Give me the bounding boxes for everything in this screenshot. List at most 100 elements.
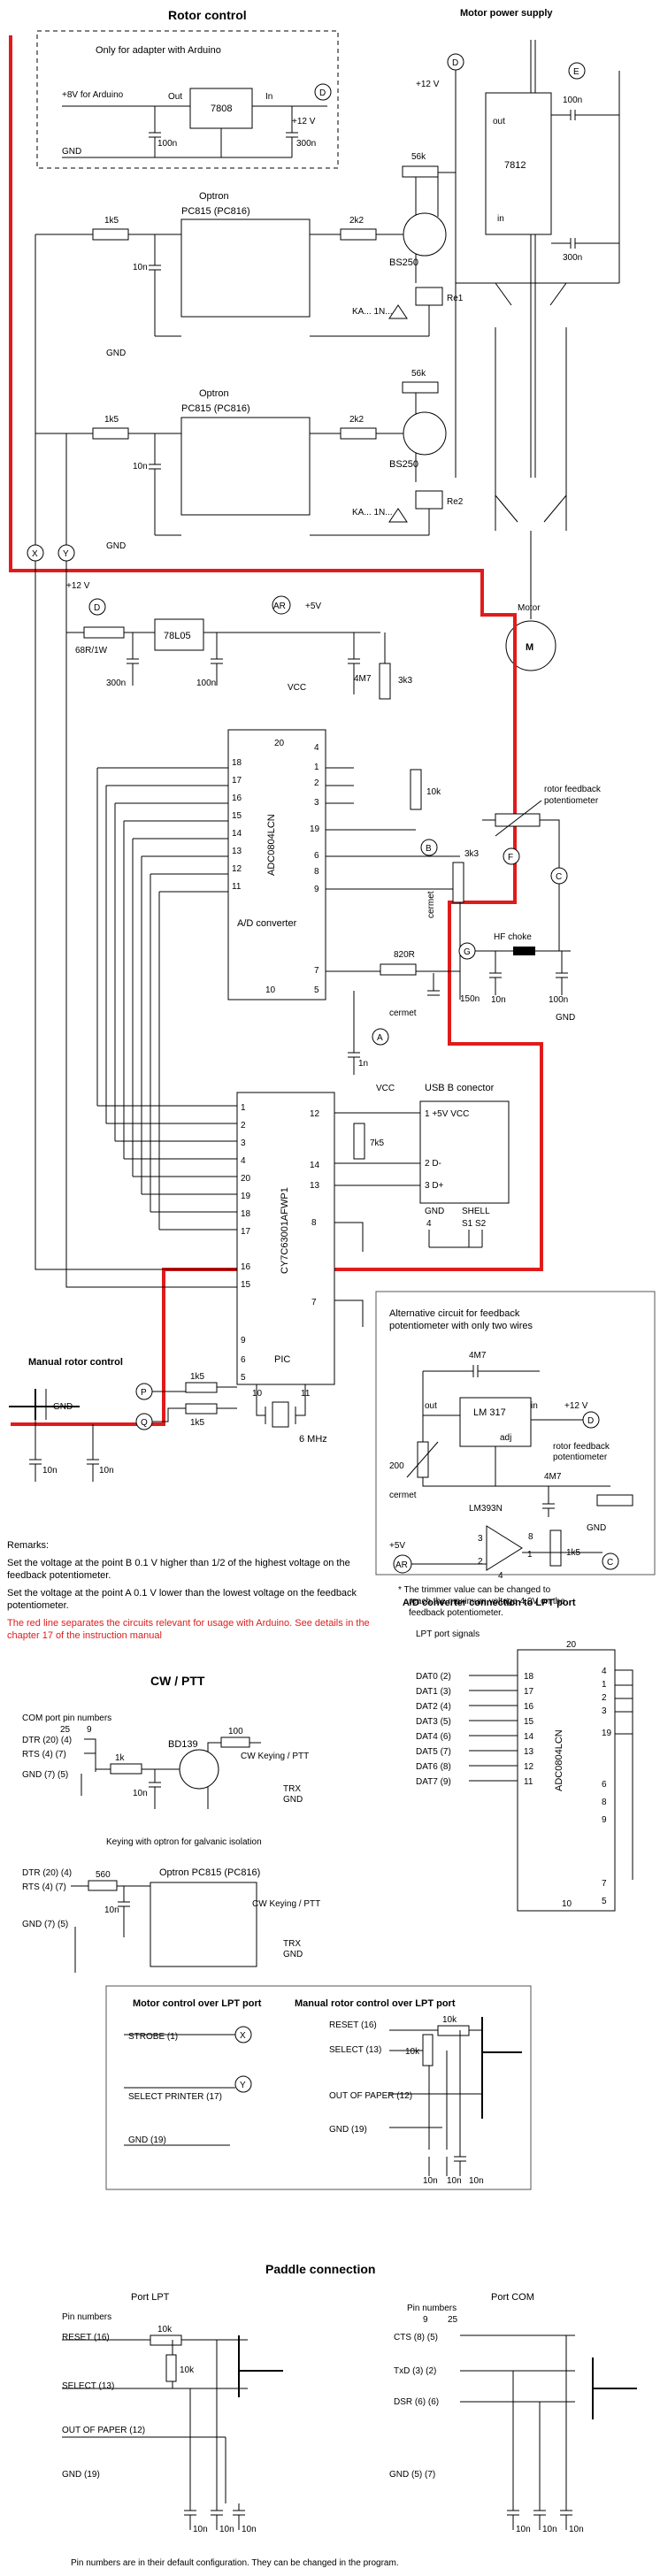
- lpt-adc-pin20: 20: [566, 1640, 577, 1650]
- node-b-label: B: [426, 844, 432, 854]
- heading-paddle: Paddle connection: [265, 2262, 375, 2276]
- alt-gnd: GND: [587, 1523, 606, 1533]
- optron2-r2: [340, 427, 377, 440]
- optron2-r3-label: 56k: [411, 369, 426, 379]
- lpt-adc-pin-14: 14: [524, 1732, 534, 1742]
- optron2-r-in: [92, 427, 129, 440]
- optron2-r3: [402, 381, 439, 394]
- cw-opt-trx-gnd: GND: [283, 1950, 303, 1959]
- manual-lpt-c3: 10n: [469, 2176, 484, 2186]
- usb-title: USB B conector: [425, 1083, 495, 1093]
- adc-pin-9: 9: [314, 885, 319, 894]
- adc-pin-17: 17: [232, 776, 242, 786]
- lpt-adc-rpin-7: 7: [602, 1879, 607, 1889]
- paddle-com-gnd: GND (5) (7): [389, 2470, 435, 2480]
- cw-r560-label: 560: [96, 1870, 111, 1880]
- alt-plus5: +5V: [389, 1541, 405, 1551]
- optron1-name: PC815 (PC816): [181, 206, 250, 217]
- node-y-label: Y: [63, 549, 69, 559]
- paddle-lpt-r10k-a: [150, 2334, 182, 2346]
- cw-optron-box: [150, 1882, 257, 1967]
- adc-pin-14: 14: [232, 829, 242, 839]
- node-x-label: X: [32, 549, 38, 559]
- lpt-adc-chip: [517, 1649, 616, 1912]
- cw-dtr: DTR (20) (4): [22, 1736, 72, 1745]
- manual-lpt-r10k-b: [422, 2034, 434, 2066]
- supply-out-label: out: [493, 117, 505, 126]
- manual-lpt-gnd: GND (19): [329, 2125, 367, 2135]
- cw-rts: RTS (4) (7): [22, 1750, 66, 1760]
- optron2-tr-label: BS250: [389, 459, 418, 470]
- adapter-input-label: +8V for Arduino: [62, 90, 124, 100]
- supply-in-label: in: [497, 214, 504, 224]
- pic-pin-14: 14: [310, 1161, 320, 1170]
- lpt-adc-rpin-8: 8: [602, 1798, 607, 1807]
- node-a: [372, 1028, 389, 1046]
- node-ar: [272, 595, 291, 615]
- adc-desc: A/D converter: [237, 918, 297, 929]
- adc-pin-11: 11: [232, 882, 242, 892]
- manual-r2: [185, 1403, 218, 1414]
- cw-transistor: [179, 1749, 219, 1790]
- adc-c3-label: 4M7: [354, 674, 372, 684]
- footer-note: Pin numbers are in their default configu…: [71, 2558, 399, 2568]
- usb-connector: [419, 1100, 510, 1204]
- cw-gnd2: GND (7) (5): [22, 1920, 68, 1929]
- node-b: [420, 839, 438, 856]
- node-e-supply-label: E: [573, 67, 579, 77]
- adc-78l05: [154, 618, 204, 651]
- manual-lpt-r10k-a-label: 10k: [442, 2015, 457, 2025]
- optron2-relay: [415, 490, 443, 510]
- lpt-adc-rpin-6: 6: [602, 1780, 607, 1790]
- optron1-label: Optron: [199, 191, 229, 202]
- optron2-gnd-label: GND: [106, 541, 126, 551]
- adc-chip-label: ADC0804LCN: [266, 814, 277, 876]
- lpt-adc-pin-16: 16: [524, 1702, 534, 1712]
- alt-in-label: in: [531, 1401, 538, 1411]
- adc-pin-8: 8: [314, 867, 319, 877]
- optron2-name: PC815 (PC816): [181, 403, 250, 414]
- adapter-section: Only for adapter with Arduino +8V for Ar…: [36, 30, 339, 169]
- adc-r68: [83, 626, 125, 639]
- usb-pin4: 4: [426, 1219, 432, 1229]
- manual-c2-label: 10n: [99, 1466, 114, 1476]
- adapter-dashed-box: [36, 30, 339, 169]
- alt-node-c: [602, 1552, 619, 1570]
- optron2-box: [180, 417, 311, 516]
- manual-lpt-c2: 10n: [447, 2176, 462, 2186]
- paddle-lpt-r10k-b: [165, 2354, 177, 2382]
- pic-pin-1: 1: [241, 1103, 246, 1113]
- optron2-r2-label: 2k2: [349, 415, 365, 425]
- adc-r3k3-top-label: 3k3: [398, 676, 413, 686]
- usb-pin3: 3 D+: [425, 1181, 444, 1191]
- node-a-label: A: [377, 1033, 383, 1043]
- alt-comparator: [486, 1525, 523, 1571]
- alt-plus12: +12 V: [564, 1401, 588, 1411]
- pic-pin-19: 19: [241, 1192, 251, 1201]
- paddle-com-dsr: DSR (6) (6): [394, 2397, 439, 2407]
- motor-lpt-node-y: [234, 2075, 252, 2093]
- remarks-line2: Set the voltage at the point A 0.1 V low…: [7, 1588, 357, 1611]
- lpt-panel: [105, 1985, 532, 2190]
- alt-out-label: out: [425, 1401, 437, 1411]
- node-p-label: P: [141, 1388, 147, 1398]
- cw-opt-name: Optron PC815 (PC816): [159, 1867, 260, 1878]
- adc-r68-label: 68R/1W: [75, 646, 108, 656]
- pic-pin-15: 15: [241, 1280, 251, 1290]
- adc-section: +12 V D 68R/1W 78L05 300n 100n AR +5V 4M…: [65, 581, 602, 1230]
- node-q-label: Q: [141, 1418, 148, 1428]
- pic-pin-3: 3: [241, 1138, 246, 1148]
- optron1-r3-label: 56k: [411, 152, 426, 162]
- optron2-r-in-label: 1k5: [104, 415, 119, 425]
- manual-r2-label: 1k5: [190, 1418, 205, 1428]
- adc-pin-6: 6: [314, 851, 319, 861]
- pic-pin-17: 17: [241, 1227, 251, 1237]
- adc-c10n-label: 10n: [491, 995, 506, 1005]
- adc-r3k3: [452, 862, 464, 903]
- alt-lm317: [459, 1397, 532, 1447]
- pic-section: CY7C63001AFWP1 PIC VCC 12 14 13 8 7 9 6 …: [35, 561, 510, 1445]
- adapter-caption: Only for adapter with Arduino: [96, 45, 221, 56]
- node-f: [503, 847, 520, 865]
